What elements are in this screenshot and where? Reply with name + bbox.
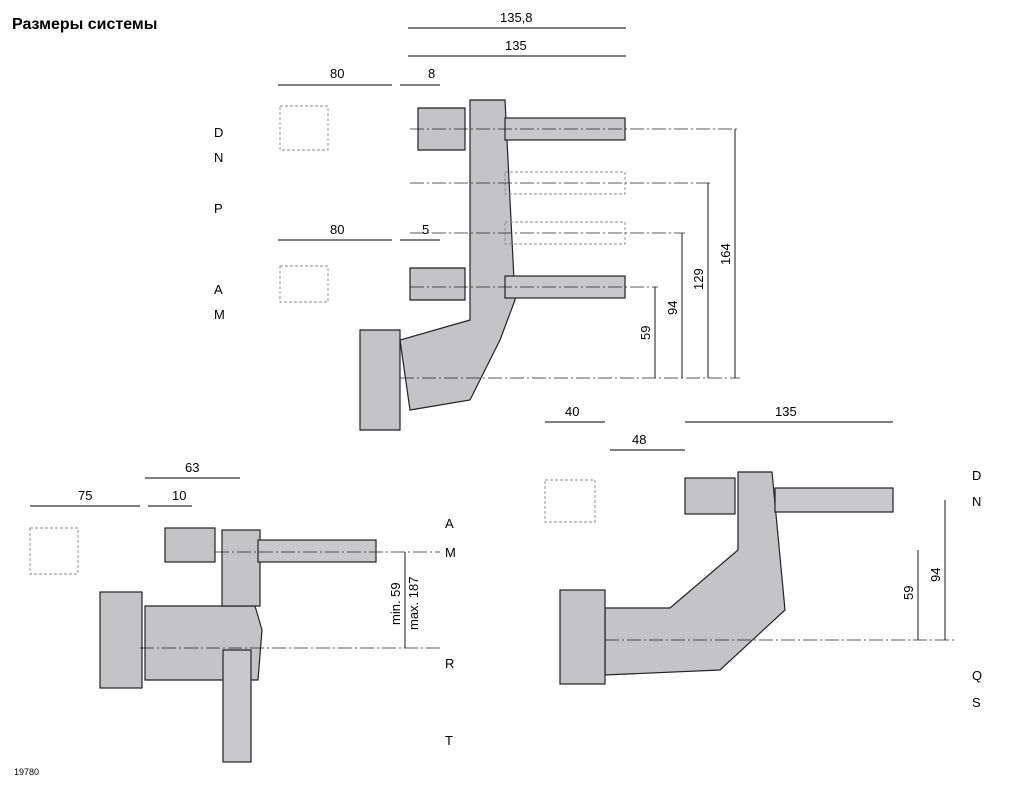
dim-8: 8 (428, 66, 435, 81)
vdim-59-b: 59 (901, 586, 916, 600)
dim-135-8: 135,8 (500, 10, 533, 25)
top-assembly (278, 27, 740, 431)
vdim-164: 164 (718, 243, 733, 265)
bottom-left-assembly (29, 477, 440, 763)
bottom-right-labels: 40 48 135 94 59 D N Q S (565, 404, 982, 710)
label-d-top: D (214, 125, 223, 140)
label-q: Q (972, 668, 982, 683)
vdim-94: 94 (665, 301, 680, 315)
top-labels: 135,8 135 80 8 80 5 D N P A M 164 129 94… (214, 10, 733, 340)
vdim-59: 59 (638, 326, 653, 340)
vdim-129: 129 (691, 268, 706, 290)
dim-80-a: 80 (330, 66, 344, 81)
dim-5: 5 (422, 222, 429, 237)
label-a-bl: A (445, 516, 454, 531)
dim-80-b: 80 (330, 222, 344, 237)
dim-48: 48 (632, 432, 646, 447)
label-m-bl: M (445, 545, 456, 560)
vdim-max-187: max. 187 (406, 577, 421, 630)
label-d-br: D (972, 468, 981, 483)
bottom-left-labels: 63 75 10 min. 59 max. 187 A M R T (78, 460, 456, 748)
figure-code: 19780 (14, 767, 40, 777)
label-a-top: A (214, 282, 223, 297)
dim-135: 135 (505, 38, 527, 53)
dim-63: 63 (185, 460, 199, 475)
dim-75: 75 (78, 488, 92, 503)
dim-135-b: 135 (775, 404, 797, 419)
bottom-right-assembly (544, 421, 955, 685)
label-n-br: N (972, 494, 981, 509)
label-s: S (972, 695, 981, 710)
page-title: Размеры системы (12, 16, 158, 33)
label-m-top: M (214, 307, 225, 322)
dim-10: 10 (172, 488, 186, 503)
label-t: T (445, 733, 453, 748)
label-r: R (445, 656, 454, 671)
label-p: P (214, 201, 223, 216)
vdim-94-b: 94 (928, 568, 943, 582)
dim-40: 40 (565, 404, 579, 419)
label-n-top: N (214, 150, 223, 165)
vdim-min-59: min. 59 (388, 582, 403, 625)
